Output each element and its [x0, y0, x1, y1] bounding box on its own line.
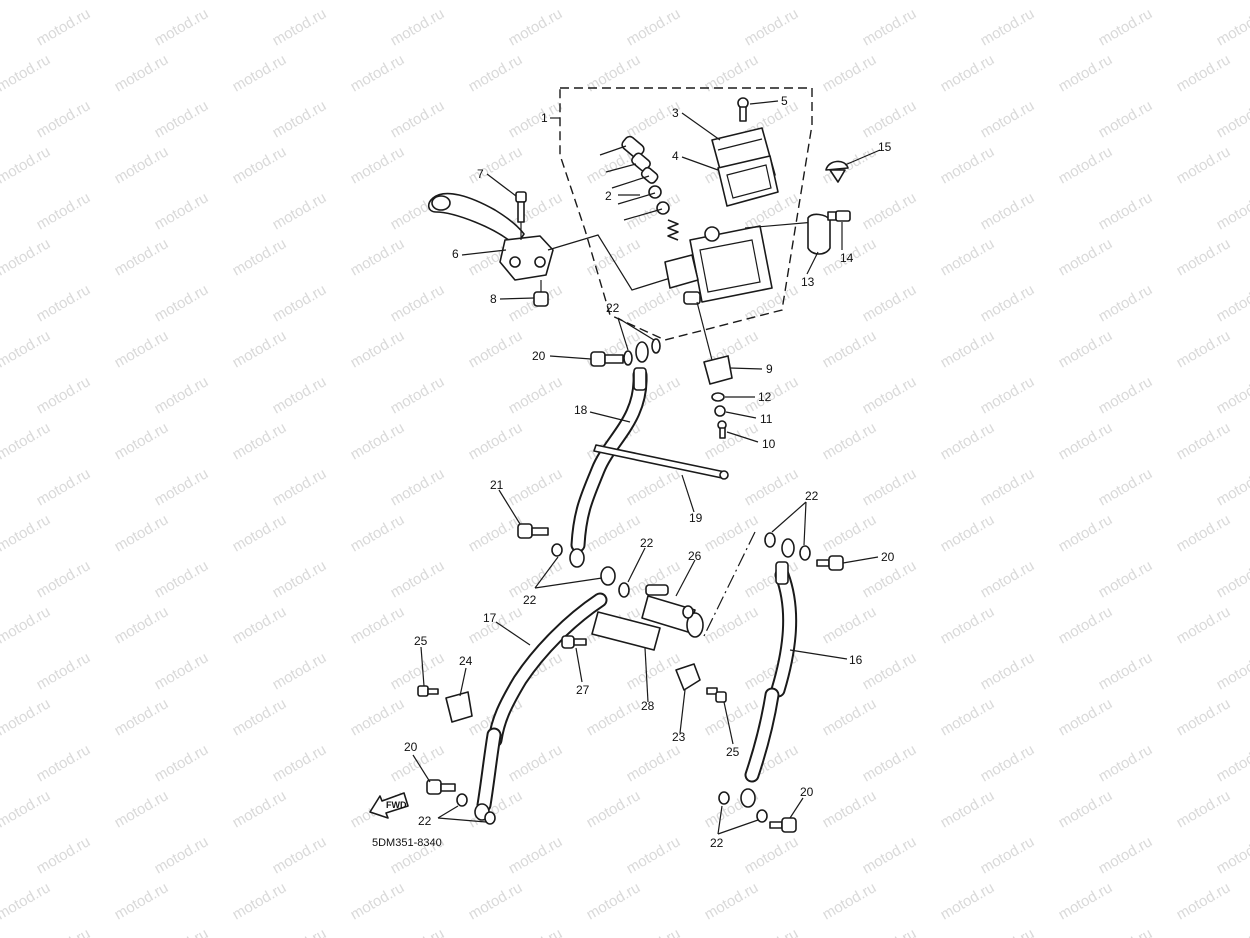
switch-collar[interactable]	[714, 405, 726, 417]
copper-washer[interactable]	[651, 338, 661, 354]
callout-9: 9	[766, 362, 773, 376]
callout-14: 14	[840, 251, 854, 265]
callout-10: 10	[762, 437, 776, 451]
piston-kit[interactable]	[620, 135, 679, 241]
copper-washer[interactable]	[623, 350, 633, 366]
copper-washer[interactable]	[618, 582, 630, 598]
callout-22-middle: 22	[640, 536, 654, 550]
callout-19: 19	[689, 511, 703, 525]
union-bolt-right-upper[interactable]	[816, 555, 844, 571]
switch-screw[interactable]	[717, 420, 727, 439]
brake-hose-16[interactable]	[740, 561, 798, 808]
callout-20-right-lower: 20	[800, 785, 814, 799]
callout-15: 15	[878, 140, 892, 154]
rubber-cap[interactable]	[825, 160, 849, 183]
callout-25-left: 25	[414, 634, 428, 648]
clamp-bolt-left[interactable]	[417, 685, 439, 697]
lever-pivot-nut[interactable]	[533, 291, 549, 307]
master-cylinder-assembly-outline	[559, 87, 813, 341]
banjo-fitting[interactable]	[781, 538, 795, 558]
callout-1: 1	[541, 111, 548, 125]
clamp-bolt-right[interactable]	[706, 687, 727, 703]
union-bolt-upper[interactable]	[590, 351, 624, 367]
callout-5: 5	[781, 94, 788, 108]
master-cylinder-holder[interactable]	[807, 213, 831, 255]
copper-washer[interactable]	[682, 605, 694, 619]
callout-22-right-lower: 22	[710, 836, 724, 850]
brake-hose-guide[interactable]	[593, 444, 729, 480]
callout-20-left-lower: 20	[404, 740, 418, 754]
master-cylinder-body[interactable]	[664, 225, 773, 305]
callout-27: 27	[576, 683, 590, 697]
callout-labels: 1 2 3 4 5 6 7 8 9 10 11 12 13 14 15 16 1…	[404, 94, 895, 850]
joint-bolt[interactable]	[645, 584, 669, 596]
diagram-code: 5DM351-8340	[372, 837, 442, 849]
reservoir-diaphragm[interactable]	[717, 155, 779, 207]
brake-lever[interactable]	[427, 192, 554, 281]
hose-clamp-right[interactable]	[675, 663, 701, 691]
copper-washer[interactable]	[456, 793, 468, 807]
callout-11: 11	[760, 412, 773, 426]
callout-3: 3	[672, 106, 679, 120]
callout-22-right-upper: 22	[805, 489, 819, 503]
callout-23: 23	[672, 730, 686, 744]
joint-mount-bolt[interactable]	[561, 635, 587, 649]
callout-6: 6	[452, 247, 459, 261]
leader-lines	[412, 100, 881, 835]
union-bolt-right-lower[interactable]	[769, 817, 797, 833]
callout-20-upper: 20	[532, 349, 546, 363]
copper-washer[interactable]	[551, 543, 563, 557]
banjo-fitting[interactable]	[635, 341, 649, 363]
brake-hose-17[interactable]	[474, 566, 616, 821]
callout-25-right: 25	[726, 745, 740, 759]
callout-13: 13	[801, 275, 815, 289]
forward-arrow: FWD	[369, 792, 409, 819]
callout-22-left-lower: 22	[418, 814, 432, 828]
guide-bolt[interactable]	[517, 523, 549, 539]
cap-screw[interactable]	[737, 97, 749, 122]
callout-17: 17	[483, 611, 497, 625]
callout-28: 28	[641, 699, 655, 713]
switch-washer[interactable]	[711, 392, 725, 402]
callout-26: 26	[688, 549, 702, 563]
brake-light-switch[interactable]	[703, 355, 733, 385]
callout-12: 12	[758, 390, 772, 404]
callout-8: 8	[490, 292, 497, 306]
brake-hose-joint[interactable]	[591, 595, 704, 651]
lever-pivot-bolt[interactable]	[515, 191, 527, 223]
hose-clamp-left[interactable]	[445, 691, 473, 723]
callout-4: 4	[672, 149, 679, 163]
callout-21: 21	[490, 478, 504, 492]
copper-washer[interactable]	[799, 545, 811, 561]
callout-24: 24	[459, 654, 473, 668]
callout-22-middle-left: 22	[523, 593, 537, 607]
forward-arrow-label: FWD	[386, 800, 407, 810]
copper-washer[interactable]	[718, 791, 730, 805]
callout-16: 16	[849, 653, 863, 667]
copper-washer[interactable]	[484, 811, 496, 825]
brake-hose-18[interactable]	[569, 367, 648, 568]
callout-2: 2	[605, 189, 612, 203]
copper-washer[interactable]	[756, 809, 768, 823]
copper-washer[interactable]	[764, 532, 776, 548]
callout-18: 18	[574, 403, 588, 417]
callout-20-right-upper: 20	[881, 550, 895, 564]
callout-7: 7	[477, 167, 484, 181]
callout-22-upper: 22	[606, 301, 620, 315]
union-bolt-left-lower[interactable]	[426, 779, 456, 795]
holder-bolt[interactable]	[827, 210, 851, 222]
